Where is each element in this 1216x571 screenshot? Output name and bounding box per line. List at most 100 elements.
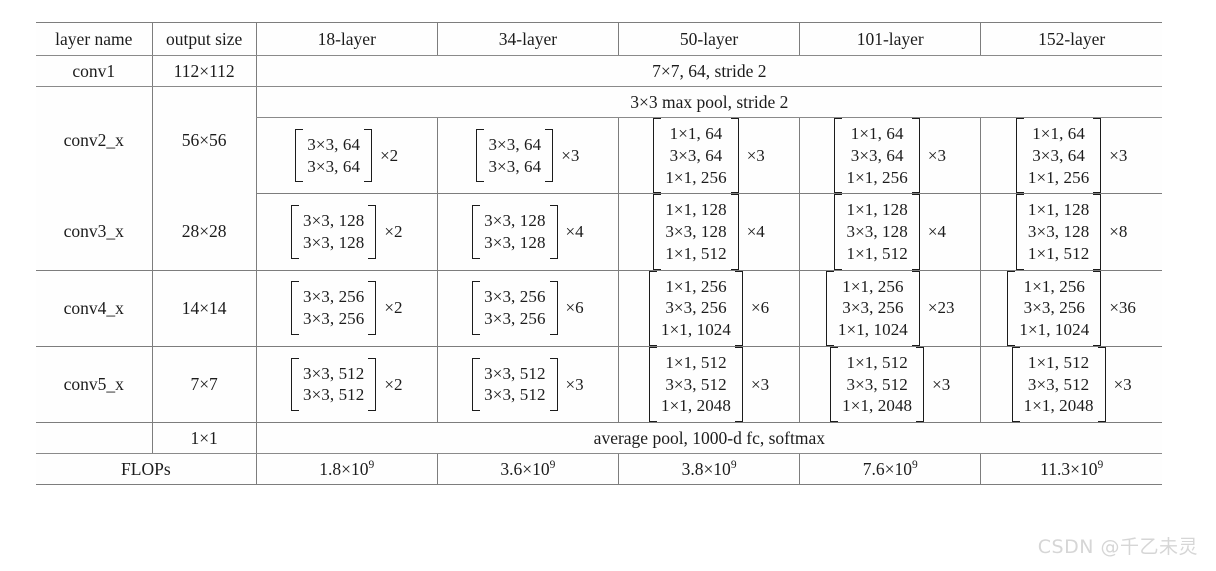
flops-mantissa: 7.6×10 [862, 458, 912, 479]
cell-conv2-34layer: 3×3, 64 3×3, 64 ×3 [436, 117, 619, 195]
block-multiplier: ×36 [1109, 298, 1136, 318]
cell-conv2-output-size: 56×56 [151, 86, 257, 194]
block-multiplier: ×6 [565, 298, 584, 318]
cell-conv2-152layer: 1×1, 64 3×3, 64 1×1, 256 ×3 [980, 117, 1162, 195]
cell-conv1-name: conv1 [36, 55, 153, 87]
flops-exponent: 9 [1097, 458, 1104, 471]
table-row-conv4x: conv4_x 14×14 3×3, 256 3×3, 256 ×2 3×3, … [36, 270, 1162, 347]
cell-conv5-50layer: 1×1, 512 3×3, 512 1×1, 2048 ×3 [617, 346, 800, 424]
block-line: 3×3, 128 [846, 222, 908, 241]
block-line: 1×1, 2048 [1023, 396, 1094, 416]
header-34-layer: 34-layer [436, 22, 619, 56]
cell-conv1-output-size: 112×112 [151, 55, 257, 87]
cell-conv3-101layer: 1×1, 128 3×3, 128 1×1, 512 ×4 [799, 193, 981, 271]
block-line: 3×3, 256 [1023, 298, 1086, 318]
header-152-layer: 152-layer [980, 22, 1162, 56]
flops-exponent: 9 [549, 458, 556, 471]
block-line: 3×3, 64 [488, 134, 542, 154]
block-line: 3×3, 256 [303, 309, 365, 329]
block-line: 3×3, 128 [303, 232, 365, 252]
block-multiplier: ×3 [561, 145, 580, 165]
cell-conv4-152layer: 1×1, 256 3×3, 256 1×1, 1024 ×36 [980, 270, 1162, 347]
cell-conv5-name: conv5_x [36, 346, 153, 424]
block-multiplier: ×2 [384, 374, 403, 394]
block-line: 1×1, 64 [850, 124, 904, 143]
csdn-watermark: CSDN @千乙未灵 [1037, 536, 1198, 558]
block-line: 1×1, 512 [665, 243, 727, 263]
cell-conv1-spanning: 7×7, 64, stride 2 [255, 55, 1162, 87]
block-multiplier: ×4 [565, 222, 584, 241]
cell-flops-34layer: 3.6×109 [436, 453, 619, 485]
header-layer-name: layer name [36, 22, 153, 56]
cell-flops-152layer: 11.3×109 [980, 453, 1162, 485]
block-line: 3×3, 512 [484, 363, 546, 383]
table-row-conv2x: 3×3, 64 3×3, 64 ×2 3×3, 64 3×3, 64 ×3 1×… [36, 117, 1162, 195]
block-line: 3×3, 64 [307, 156, 361, 176]
block-multiplier: ×3 [1109, 145, 1128, 165]
block-line: 1×1, 1024 [1019, 320, 1090, 339]
flops-exponent: 9 [368, 458, 375, 471]
block-line: 1×1, 256 [665, 276, 727, 296]
cell-conv2-name: conv2_x [63, 129, 124, 150]
cell-conv4-101layer: 1×1, 256 3×3, 256 1×1, 1024 ×23 [799, 270, 981, 347]
table-row-maxpool: conv2_x 56×56 3×3 max pool, stride 2 [36, 86, 1162, 194]
cell-conv3-152layer: 1×1, 128 3×3, 128 1×1, 512 ×8 [980, 193, 1162, 271]
block-multiplier: ×3 [927, 145, 946, 165]
table-row-conv1: conv1 112×112 7×7, 64, stride 2 [36, 55, 1162, 87]
block-line: 3×3, 256 [842, 298, 904, 318]
header-18-layer: 18-layer [255, 22, 438, 56]
block-line: 1×1, 2048 [661, 396, 732, 416]
block-line: 3×3, 256 [303, 287, 365, 307]
block-multiplier: ×3 [565, 374, 584, 394]
cell-conv4-output-size: 14×14 [151, 270, 257, 347]
block-line: 1×1, 256 [846, 167, 908, 187]
block-line: 3×3, 128 [303, 211, 365, 231]
block-line: 3×3, 64 [488, 156, 542, 176]
block-line: 1×1, 64 [669, 124, 723, 143]
cell-flops-label: FLOPs [36, 453, 257, 485]
flops-mantissa: 1.8×10 [319, 458, 369, 479]
block-line: 1×1, 256 [1027, 167, 1090, 187]
block-line: 1×1, 512 [1027, 243, 1090, 263]
block-multiplier: ×4 [746, 222, 765, 241]
block-line: 1×1, 512 [846, 352, 908, 372]
block-line: 1×1, 128 [665, 200, 727, 220]
header-101-layer: 101-layer [799, 22, 981, 56]
cell-flops-18layer: 1.8×109 [255, 453, 438, 485]
table-row-avgpool: 1×1 average pool, 1000-d fc, softmax [36, 422, 1162, 454]
block-line: 3×3, 64 [307, 134, 361, 154]
block-line: 3×3, 64 [1032, 145, 1085, 165]
resnet-architecture-table: layer name output size 18-layer 34-layer… [36, 22, 1162, 485]
block-line: 3×3, 512 [303, 363, 365, 383]
cell-conv4-50layer: 1×1, 256 3×3, 256 1×1, 1024 ×6 [617, 270, 800, 347]
cell-conv2-50layer: 1×1, 64 3×3, 64 1×1, 256 ×3 [617, 117, 800, 195]
cell-conv3-34layer: 3×3, 128 3×3, 128 ×4 [436, 193, 619, 271]
block-line: 3×3, 128 [484, 232, 546, 252]
cell-maxpool-spanning: 3×3 max pool, stride 2 [255, 86, 1162, 118]
block-multiplier: ×23 [927, 298, 955, 318]
block-multiplier: ×8 [1109, 222, 1128, 241]
flops-mantissa: 3.8×10 [681, 458, 731, 479]
block-line: 3×3, 256 [484, 309, 546, 329]
block-line: 1×1, 256 [842, 276, 904, 296]
block-multiplier: ×2 [380, 145, 399, 165]
cell-conv3-50layer: 1×1, 128 3×3, 128 1×1, 512 ×4 [617, 193, 800, 271]
block-line: 1×1, 256 [665, 167, 727, 187]
block-multiplier: ×3 [932, 374, 951, 394]
architecture-table-container: layer name output size 18-layer 34-layer… [36, 22, 1162, 485]
cell-flops-50layer: 3.8×109 [617, 453, 800, 485]
block-multiplier: ×2 [384, 222, 403, 241]
block-line: 3×3, 512 [484, 385, 546, 405]
cell-conv5-output-size: 7×7 [151, 346, 257, 424]
block-line: 3×3, 128 [484, 211, 546, 231]
cell-conv3-name: conv3_x [36, 193, 153, 271]
cell-avgpool-name [36, 422, 153, 454]
table-row-flops: FLOPs 1.8×109 3.6×109 3.8×109 7.6×109 11… [36, 453, 1162, 485]
block-line: 3×3, 512 [665, 374, 727, 394]
block-line: 1×1, 512 [665, 352, 727, 372]
cell-conv4-name: conv4_x [36, 270, 153, 347]
block-line: 1×1, 64 [1032, 124, 1085, 143]
block-line: 3×3, 128 [1027, 222, 1090, 241]
cell-flops-101layer: 7.6×109 [799, 453, 981, 485]
cell-conv3-output-size: 28×28 [151, 193, 257, 271]
